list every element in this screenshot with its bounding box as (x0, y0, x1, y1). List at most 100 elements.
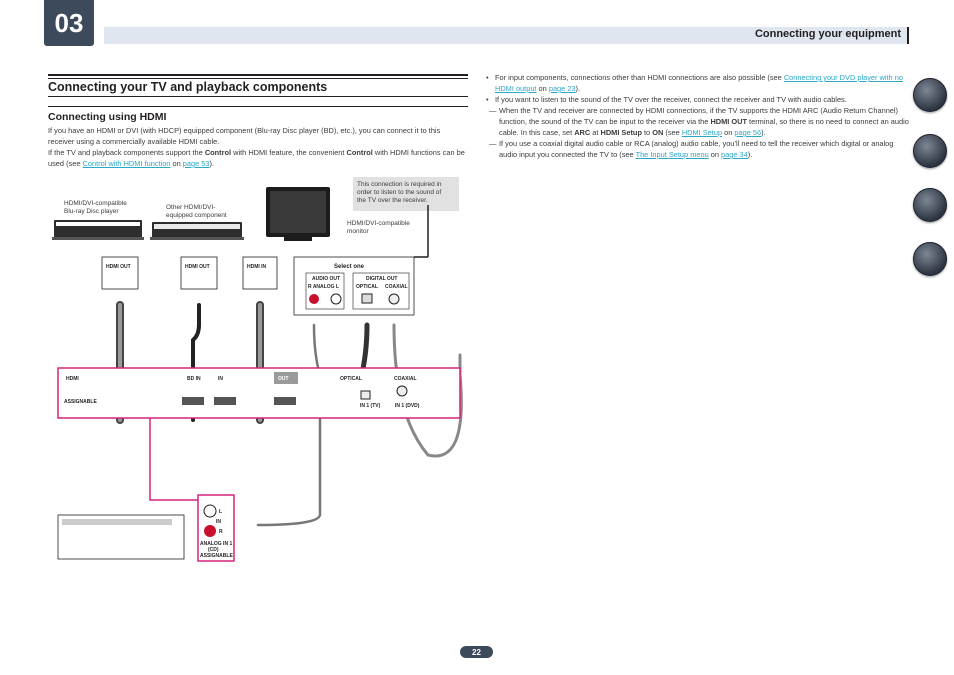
text-run: with HDMI feature, the convenient (231, 148, 347, 157)
book-icon[interactable] (913, 78, 947, 112)
link-input-setup[interactable]: The Input Setup menu (635, 150, 709, 159)
panel-in-tv-label: IN 1 (TV) (360, 403, 381, 409)
port-box (242, 256, 278, 290)
audio-out-group (305, 272, 345, 310)
rca-white-jack (330, 293, 342, 305)
text-run: at (590, 128, 601, 137)
optical-jack (361, 293, 373, 304)
optical-label: OPTICAL (356, 284, 378, 290)
panel-in-dvd-label: IN 1 (DVD) (395, 403, 420, 409)
port-box (293, 256, 415, 316)
intro-paragraph-1: If you have an HDMI or DVI (with HDCP) e… (48, 126, 441, 146)
rca-cable (256, 323, 322, 527)
section-rule-top-thin (48, 78, 468, 79)
bold-run: HDMI OUT (710, 117, 747, 126)
analog-label-2: (CD) (208, 547, 219, 553)
note-box (353, 177, 459, 211)
receiver-panel: HDMI ASSIGNABLE BD IN IN OUT OPTICAL COA… (57, 367, 461, 419)
text-run: terminal, so there is no need to connect… (499, 117, 909, 137)
section-title: Connecting your TV and playback componen… (48, 80, 328, 94)
bold-run: ARC (574, 128, 591, 137)
digital-out-label: DIGITAL OUT (366, 276, 397, 282)
select-one-label: Select one (334, 264, 365, 270)
dash-item: —When the TV and receiver are connected … (485, 105, 910, 138)
bluray-player: HDMI/DVI-compatible Blu-ray Disc player (52, 200, 144, 240)
bd-base (52, 237, 144, 240)
optical-port-in (360, 390, 371, 400)
analog-in-label: IN (216, 519, 221, 525)
chapter-number: 03 (44, 0, 94, 46)
text-run: with HDMI functions can be used (see (48, 148, 465, 168)
link-hdmi-setup[interactable]: HDMI Setup (681, 128, 723, 137)
analog-box (197, 494, 235, 562)
connection-diagram: HDMI/DVI-compatible Blu-ray Disc player … (52, 177, 463, 562)
header-title: Connecting your equipment (754, 28, 901, 40)
tv-audio-note: This connection is required in order to … (353, 177, 459, 211)
hdmi-port-out (274, 397, 296, 405)
text-run: on (722, 128, 735, 137)
port-box (180, 256, 218, 290)
other-front (154, 224, 240, 229)
hdmi-in-port-monitor: HDMI IN (242, 256, 278, 290)
bold-run: ON (652, 128, 664, 137)
bold-run: Control (346, 148, 373, 157)
faq-icon[interactable] (913, 188, 947, 222)
link-control-hdmi[interactable]: Control with HDMI function (82, 159, 171, 168)
panel-outline (57, 367, 461, 419)
remote-receiver-icon[interactable] (913, 134, 947, 168)
bold-run: HDMI Setup (600, 128, 642, 137)
analog-r-label: R (219, 529, 223, 535)
hdmi-out-label-1: HDMI OUT (106, 264, 131, 270)
text-run: on (170, 159, 183, 168)
right-column: • For input components, connections other… (485, 72, 910, 160)
rca-red-jack (309, 294, 319, 304)
text-run: ). (575, 84, 581, 93)
analog-l-jack (203, 504, 217, 518)
glossary-icon[interactable] (913, 242, 947, 276)
hdmi-cable-other (191, 303, 201, 422)
link-dvd-no-hdmi[interactable]: Connecting your DVD player with no HDMI … (495, 73, 903, 93)
coaxial-label: COAXIAL (385, 284, 408, 290)
link-page-34[interactable]: page 34 (721, 150, 748, 159)
hdmi-out-port-other: HDMI OUT (180, 256, 218, 290)
thumbnail-ports (62, 519, 172, 525)
panel-callout-line (149, 418, 198, 501)
hdmi-port-in (214, 397, 236, 405)
text-run: For input components, connections other … (495, 73, 784, 82)
coax-port-in (396, 385, 408, 397)
link-page-56[interactable]: page 56 (734, 128, 762, 137)
dash-icon: — (489, 106, 497, 115)
intro-text: If you have an HDMI or DVI (with HDCP) e… (48, 125, 468, 169)
section-rule-top (48, 74, 468, 76)
analog-label-1: ANALOG IN 1 (200, 541, 232, 547)
text-run: on (708, 150, 722, 159)
other-base (150, 237, 244, 240)
panel-out-label: OUT (278, 376, 289, 382)
other-component: Other HDMI/DVI- equipped component (150, 204, 244, 240)
panel-out-badge (274, 372, 298, 384)
text-run: to (641, 128, 653, 137)
bd-label-2: Blu-ray Disc player (64, 208, 119, 215)
coaxial-jack (388, 293, 400, 305)
monitor-label-1: HDMI/DVI-compatible (347, 220, 410, 227)
text-run: If the TV and playback components suppor… (48, 148, 205, 157)
bullet-item: • For input components, connections other… (485, 72, 910, 94)
analog-label-3: ASSIGNABLE (200, 553, 233, 559)
port-box (101, 256, 139, 290)
text-run: ). (761, 128, 766, 137)
text-run: If you use a coaxial digital audio cable… (499, 139, 894, 159)
note-line-1: This connection is required in (357, 181, 442, 188)
other-label-1: Other HDMI/DVI- (166, 204, 215, 211)
bullet-icon: • (486, 73, 489, 82)
bd-label-1: HDMI/DVI-compatible (64, 200, 127, 207)
monitor-stand (284, 237, 312, 241)
link-page-53[interactable]: page 53 (182, 159, 210, 168)
monitor-audio-ports: Select one AUDIO OUT R ANALOG L DIGITAL … (293, 256, 415, 316)
note-line-2: order to listen to the sound of (357, 189, 441, 196)
analog-in-callout: L IN R ANALOG IN 1 (CD) ASSIGNABLE (197, 494, 235, 562)
link-page-23[interactable]: page 23 (548, 84, 576, 93)
text-run: on (536, 84, 549, 93)
monitor-label-2: monitor (347, 228, 370, 235)
header-bar: Connecting your equipment (104, 27, 909, 44)
hdmi-out-label-2: HDMI OUT (185, 264, 210, 270)
